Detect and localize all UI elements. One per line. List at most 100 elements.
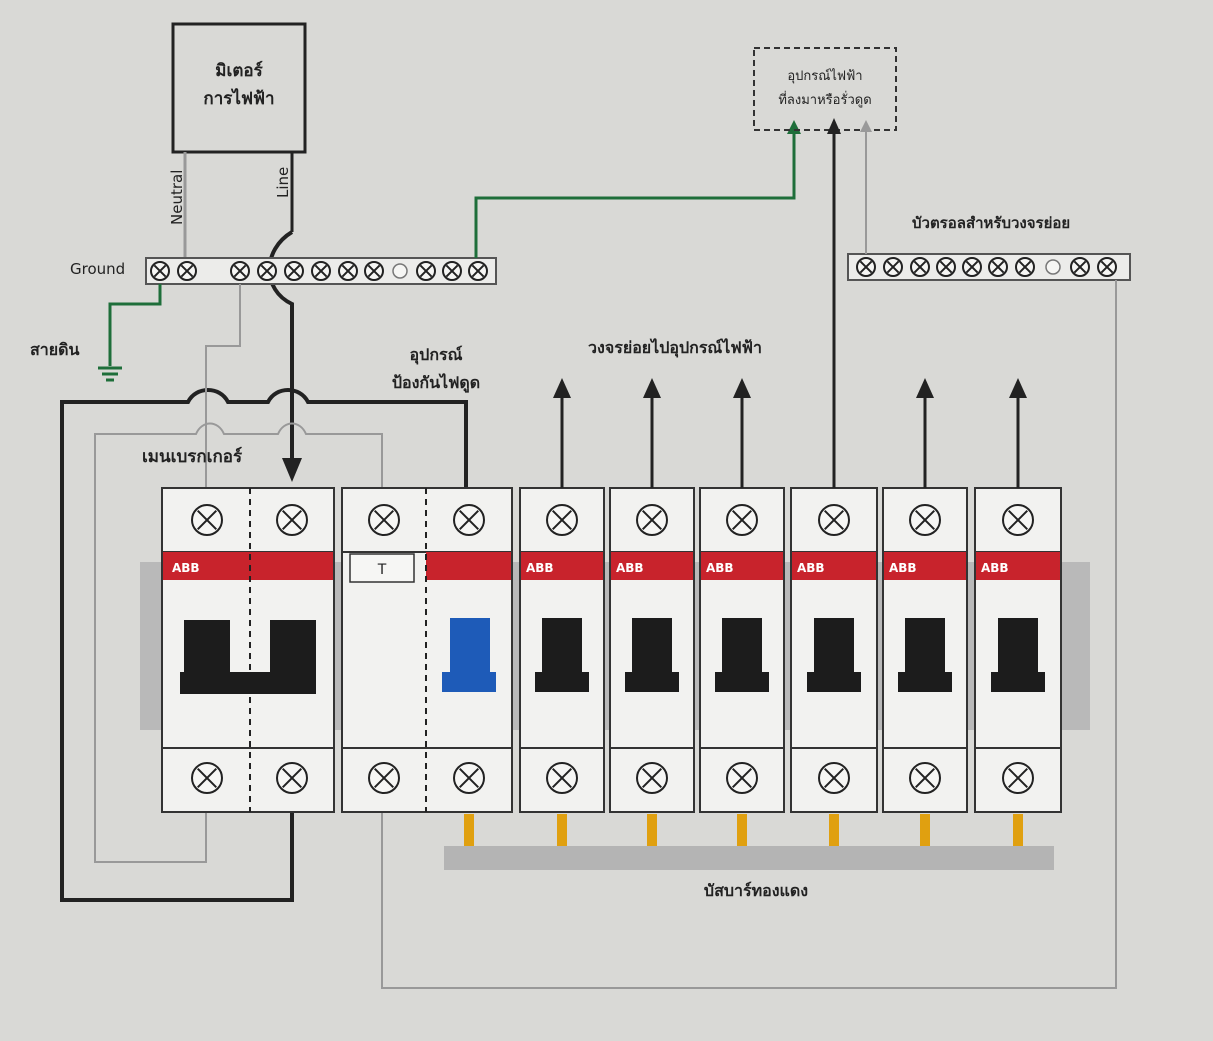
rcd-test-button[interactable] xyxy=(349,553,415,583)
screw-terminal-icon xyxy=(883,257,903,277)
circuit-breaker[interactable]: ABB xyxy=(609,487,695,813)
main-breaker-brand: ABB xyxy=(172,561,200,575)
screw-terminal-icon xyxy=(636,504,668,536)
breaker-toggle[interactable] xyxy=(807,618,861,692)
screw-terminal-icon xyxy=(442,261,462,281)
rcd-test-label: T xyxy=(377,562,387,578)
screw-terminal-icon xyxy=(856,257,876,277)
meter-box xyxy=(171,22,307,154)
breaker-brand: ABB xyxy=(981,561,1009,575)
screw-terminal-icon xyxy=(150,261,170,281)
up-arrow-icon xyxy=(1009,378,1027,398)
screw-terminal-icon xyxy=(368,762,400,794)
screw-terminal-icon xyxy=(909,504,941,536)
appliance-neutral-arrow xyxy=(860,120,872,132)
empty-terminal-icon xyxy=(392,263,408,279)
up-arrow-icon xyxy=(643,378,661,398)
neutral-bar-label: บัวตรอลสำหรับวงจรย่อย xyxy=(912,214,1070,232)
live-feed-loop xyxy=(60,388,468,902)
screw-terminal-icon xyxy=(726,504,758,536)
device-ground-arrow xyxy=(787,120,801,134)
subcircuits-label: วงจรย่อยไปอุปกรณ์ไฟฟ้า xyxy=(588,338,762,358)
screw-terminal-icon xyxy=(468,261,488,281)
screw-terminal-icon xyxy=(257,261,277,281)
circuit-breaker[interactable]: ABB xyxy=(974,487,1062,813)
main-breaker[interactable]: ABB xyxy=(161,487,335,813)
up-arrow-icon xyxy=(916,378,934,398)
screw-terminal-icon xyxy=(338,261,358,281)
neutral-bar-terminals xyxy=(856,257,1117,277)
ground-bar-terminals xyxy=(150,261,488,281)
circuit-breaker[interactable]: ABB xyxy=(882,487,968,813)
circuit-breaker[interactable]: ABB xyxy=(519,487,605,813)
busbar-label: บัสบาร์ทองแดง xyxy=(704,881,808,900)
circuit-breaker[interactable]: ABB xyxy=(699,487,785,813)
screw-terminal-icon xyxy=(818,762,850,794)
breaker-brand: ABB xyxy=(889,561,917,575)
screw-terminal-icon xyxy=(1015,257,1035,277)
screw-terminal-icon xyxy=(1002,762,1034,794)
main-breaker-label: เมนเบรกเกอร์ xyxy=(142,446,243,467)
screw-terminal-icon xyxy=(284,261,304,281)
screw-terminal-icon xyxy=(191,762,223,794)
neutral-return-wire xyxy=(381,280,1117,989)
breaker-toggle[interactable] xyxy=(535,618,589,692)
main-breaker-toggle[interactable] xyxy=(180,620,316,694)
circuit-breaker[interactable]: ABB xyxy=(790,487,878,813)
screw-terminal-icon xyxy=(368,504,400,536)
screw-terminal-icon xyxy=(276,762,308,794)
screw-terminal-icon xyxy=(818,504,850,536)
screw-terminal-icon xyxy=(962,257,982,277)
screw-terminal-icon xyxy=(1097,257,1117,277)
up-arrow-icon xyxy=(827,118,841,134)
up-arrow-icon xyxy=(553,378,571,398)
copper-busbar xyxy=(444,846,1054,870)
busbar-pin xyxy=(920,814,930,846)
rcd-label-line2: ป้องกันไฟดูด xyxy=(392,373,480,394)
screw-terminal-icon xyxy=(191,504,223,536)
meter-label-line1: มิเตอร์ xyxy=(215,60,263,81)
up-arrow-icon xyxy=(733,378,751,398)
ground-label: Ground xyxy=(70,260,125,278)
busbar-pin xyxy=(464,814,474,846)
line-arrow xyxy=(282,458,302,482)
screw-terminal-icon xyxy=(1002,504,1034,536)
rcd-terminals xyxy=(368,504,485,794)
busbar-pin xyxy=(737,814,747,846)
screw-terminal-icon xyxy=(726,762,758,794)
meter-label-line2: การไฟฟ้า xyxy=(203,88,274,109)
rcd-toggle[interactable] xyxy=(442,618,496,692)
line-label: Line xyxy=(274,167,292,198)
screw-terminal-icon xyxy=(453,762,485,794)
breaker-toggle[interactable] xyxy=(625,618,679,692)
neutral-drop xyxy=(205,284,241,488)
screw-terminal-icon xyxy=(910,257,930,277)
earth-label: สายดิน xyxy=(30,340,80,359)
screw-terminal-icon xyxy=(276,504,308,536)
screw-terminal-icon xyxy=(230,261,250,281)
screw-terminal-icon xyxy=(636,762,668,794)
neutral-feed-loop xyxy=(94,422,383,863)
breaker-toggle[interactable] xyxy=(715,618,769,692)
breaker-toggle[interactable] xyxy=(991,618,1045,692)
appliance-box xyxy=(753,47,897,131)
earth-symbol-icon xyxy=(98,366,122,382)
busbar-pin xyxy=(829,814,839,846)
busbar-pin xyxy=(647,814,657,846)
screw-terminal-icon xyxy=(546,762,578,794)
screw-terminal-icon xyxy=(177,261,197,281)
screw-terminal-icon xyxy=(936,257,956,277)
neutral-label: Neutral xyxy=(168,170,186,225)
breaker-brand: ABB xyxy=(797,561,825,575)
breaker-toggle[interactable] xyxy=(898,618,952,692)
earth-wire xyxy=(108,284,162,366)
rcd-device[interactable]: T xyxy=(341,487,513,813)
screw-terminal-icon xyxy=(546,504,578,536)
breaker-brand: ABB xyxy=(706,561,734,575)
empty-terminal-icon xyxy=(1045,259,1061,275)
screw-terminal-icon xyxy=(311,261,331,281)
screw-terminal-icon xyxy=(988,257,1008,277)
